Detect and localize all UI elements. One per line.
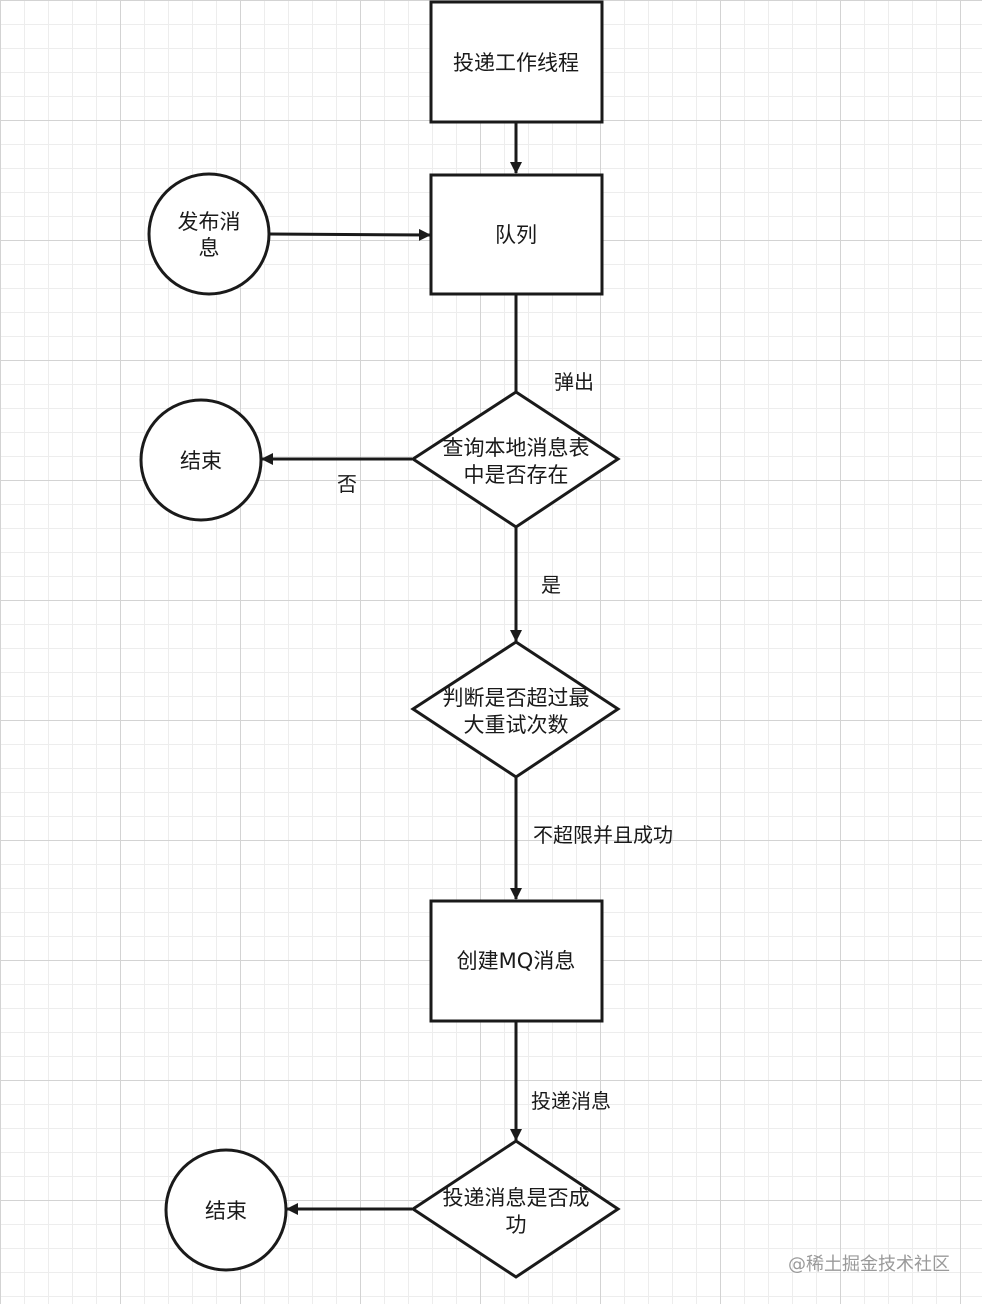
deliver-worker-node — [429, 0, 604, 124]
edge-label-not-exceeded-and-success: 不超限并且成功 — [533, 823, 673, 847]
edge-publish-to-queue — [268, 228, 431, 241]
end-top-node — [139, 398, 263, 522]
publish-message-label-line2: 息 — [199, 236, 220, 260]
check-local-table-label-line2: 中是否存在 — [464, 463, 569, 487]
queue-node — [429, 173, 604, 296]
end-bottom-label: 结束 — [205, 1199, 247, 1223]
check-local-table-label-line1: 查询本地消息表 — [443, 436, 590, 460]
check-max-retry-node — [410, 640, 621, 779]
create-mq-message-node — [429, 899, 604, 1023]
check-local-table-node — [410, 390, 621, 529]
deliver-worker-label: 投递工作线程 — [453, 51, 579, 75]
edge-label-deliver-message: 投递消息 — [531, 1089, 611, 1113]
queue-label: 队列 — [495, 223, 537, 247]
check-deliver-success-node — [410, 1139, 621, 1279]
publish-message-node — [147, 172, 271, 296]
watermark-text: @稀土掘金技术社区 — [788, 1254, 950, 1275]
edge-label-pop: 弹出 — [554, 370, 594, 394]
check-deliver-success-label-line1: 投递消息是否成 — [443, 1186, 590, 1210]
end-top-label: 结束 — [180, 449, 222, 473]
edge-label-no: 否 — [337, 472, 357, 496]
check-max-retry-label-line2: 大重试次数 — [464, 713, 569, 737]
check-max-retry-label-line1: 判断是否超过最 — [443, 686, 590, 710]
check-deliver-success-label-line2: 功 — [506, 1213, 527, 1237]
publish-message-label-line1: 发布消 — [178, 210, 241, 234]
create-mq-message-label: 创建MQ消息 — [457, 949, 576, 973]
end-bottom-node — [164, 1148, 288, 1272]
edge-label-yes: 是 — [541, 573, 561, 597]
